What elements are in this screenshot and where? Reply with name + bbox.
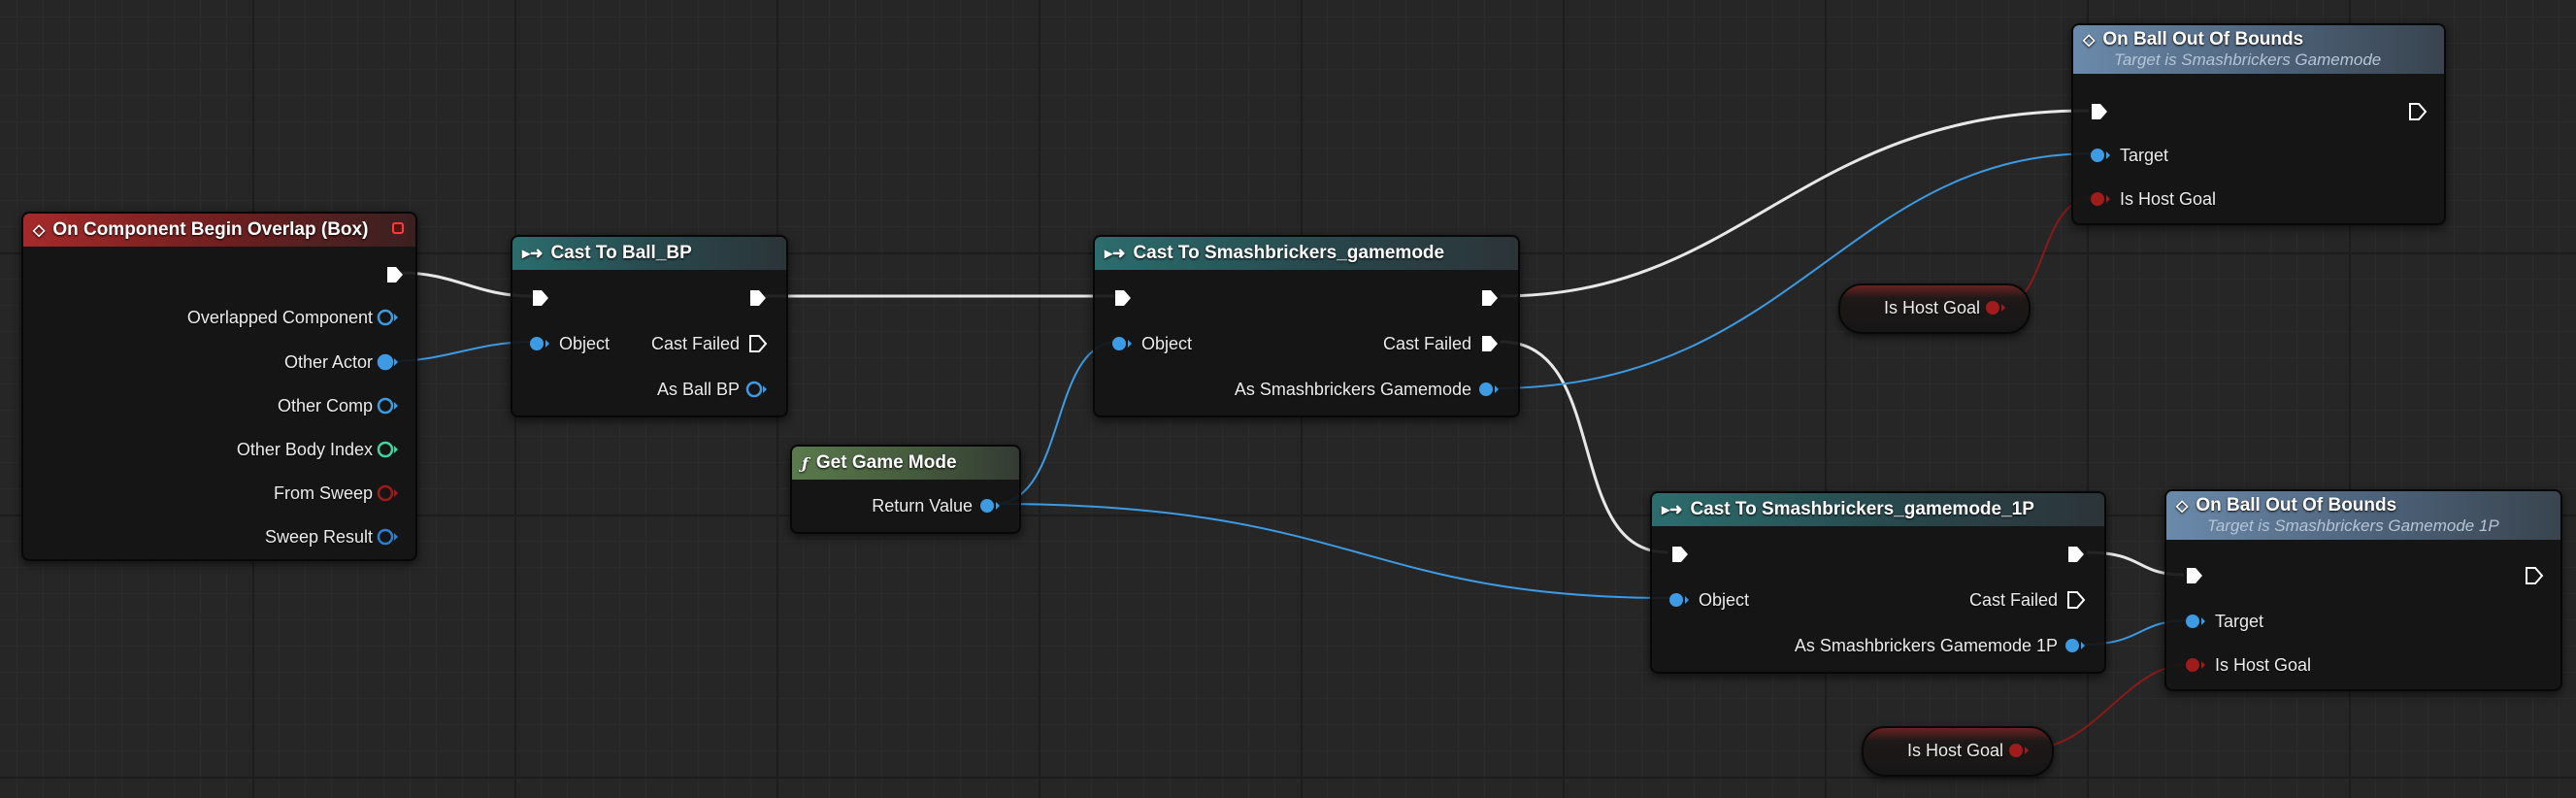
event-diamond-icon: ◇ [2083,32,2096,49]
exec-in-pin[interactable] [2184,565,2205,586]
node-get-game-mode[interactable]: ƒ Get Game Mode Return Value [790,445,1021,534]
node-header[interactable]: ◇ On Ball Out Of Bounds Target is Smashb… [2166,491,2560,540]
other-comp-pin[interactable] [377,396,400,416]
node-cast-to-smashbrickers-gamemode[interactable]: ▸➜ Cast To Smashbrickers_gamemode Object… [1093,235,1520,417]
node-subtitle: Target is Smashbrickers Gamemode 1P [2207,516,2499,535]
pin-label-cast-failed: Cast Failed [1968,590,2058,610]
sweep-result-pin[interactable] [377,527,400,547]
pin-label-is-host-goal: Is Host Goal [2120,189,2217,209]
exec-out-pin[interactable] [2065,544,2087,565]
object-in-pin[interactable] [1668,590,1691,610]
pin-label-other-body-index: Other Body Index [236,440,373,459]
node-title: Cast To Ball_BP [550,243,692,263]
node-cast-to-smashbrickers-gamemode-1p[interactable]: ▸➜ Cast To Smashbrickers_gamemode_1P Obj… [1650,491,2106,674]
exec-in-pin[interactable] [2089,101,2110,122]
event-diamond-icon: ◇ [2176,498,2189,515]
node-title: Get Game Mode [815,452,957,473]
exec-out-pin[interactable] [747,287,769,309]
pin-label-other-actor: Other Actor [283,352,373,372]
pin-label-as-smashbrickers-gamemode-1p: As Smashbrickers Gamemode 1P [1794,636,2058,655]
cast-arrow-icon: ▸➜ [522,246,544,262]
exec-wire-castgm-failed-to-castgm1p [1500,340,1668,554]
pin-label-as-ball-bp: As Ball BP [656,380,740,399]
other-body-index-pin[interactable] [377,440,400,459]
event-diamond-icon: ◇ [33,222,46,239]
is-host-goal-out-pin[interactable] [2007,741,2031,760]
exec-out-pin[interactable] [1479,287,1501,309]
as-smashbrickers-gamemode-pin[interactable] [1477,380,1501,399]
variable-is-host-goal-1[interactable]: Is Host Goal [1838,283,2031,334]
pin-label-target: Target [2120,146,2169,165]
node-header[interactable]: ▸➜ Cast To Smashbrickers_gamemode_1P [1652,493,2104,526]
as-ball-bp-pin[interactable] [745,380,769,399]
other-actor-pin[interactable] [377,352,400,372]
pin-label-return-value: Return Value [872,496,973,515]
close-icon[interactable] [392,222,404,234]
variable-is-host-goal-2[interactable]: Is Host Goal [1862,726,2054,777]
node-title: On Ball Out Of Bounds [2196,495,2397,515]
exec-out-pin[interactable] [2524,565,2545,586]
cast-arrow-icon: ▸➜ [1105,246,1126,262]
object-in-pin[interactable] [528,334,551,353]
node-header[interactable]: ◇ On Component Begin Overlap (Box) [23,214,415,247]
pin-label-as-smashbrickers-gamemode: As Smashbrickers Gamemode [1234,380,1471,399]
function-icon: ƒ [802,453,809,473]
exec-out-pin[interactable] [384,264,406,285]
node-on-component-begin-overlap[interactable]: ◇ On Component Begin Overlap (Box) Overl… [21,212,417,561]
node-header[interactable]: ◇ On Ball Out Of Bounds Target is Smashb… [2073,25,2444,74]
pin-label-cast-failed: Cast Failed [1382,334,1471,353]
is-host-goal-out-pin[interactable] [1984,298,2007,317]
pin-label-object: Object [1141,334,1193,353]
node-title: On Component Begin Overlap (Box) [52,219,369,240]
node-cast-to-ball-bp[interactable]: ▸➜ Cast To Ball_BP Object Cast Failed As… [511,235,788,417]
pin-label-cast-failed: Cast Failed [650,334,740,353]
target-pin[interactable] [2089,146,2112,165]
pin-label-object: Object [559,334,611,353]
exec-out-pin[interactable] [2407,101,2428,122]
pin-label-overlapped-component: Overlapped Component [186,308,373,327]
node-title: On Ball Out Of Bounds [2102,29,2304,50]
is-host-goal-pin[interactable] [2089,189,2112,209]
exec-in-pin[interactable] [530,287,551,309]
node-on-ball-out-of-bounds-gamemode-1p[interactable]: ◇ On Ball Out Of Bounds Target is Smashb… [2164,489,2562,691]
target-pin[interactable] [2184,612,2207,631]
pin-label-from-sweep: From Sweep [273,483,373,503]
node-title: Cast To Smashbrickers_gamemode_1P [1690,499,2034,519]
node-header[interactable]: ▸➜ Cast To Smashbrickers_gamemode [1095,237,1518,270]
node-subtitle: Target is Smashbrickers Gamemode [2114,50,2382,69]
pin-label-is-host-goal: Is Host Goal [2215,655,2312,675]
pin-label-target: Target [2215,612,2264,631]
cast-failed-pin[interactable] [1479,333,1501,354]
object-wire-getgm-to-castgm1p [993,503,1672,599]
node-title: Cast To Smashbrickers_gamemode [1133,243,1445,263]
as-smashbrickers-gamemode-1p-pin[interactable] [2064,636,2087,655]
overlapped-component-pin[interactable] [377,308,400,327]
variable-label: Is Host Goal [1906,741,2003,760]
cast-failed-pin[interactable] [2065,589,2087,611]
exec-wire-castgm-to-oob1 [1500,109,2090,298]
cast-arrow-icon: ▸➜ [1662,502,1683,518]
from-sweep-pin[interactable] [377,483,400,503]
object-wire-castgm-to-oob1-target [1494,152,2096,389]
pin-label-object: Object [1699,590,1750,610]
variable-label: Is Host Goal [1883,298,1980,317]
is-host-goal-pin[interactable] [2184,655,2207,675]
return-value-pin[interactable] [978,496,1002,515]
node-header[interactable]: ▸➜ Cast To Ball_BP [512,237,786,270]
exec-in-pin[interactable] [1112,287,1134,309]
object-in-pin[interactable] [1110,334,1134,353]
pin-label-other-comp: Other Comp [277,396,373,416]
node-header[interactable]: ƒ Get Game Mode [792,447,1019,480]
pin-label-sweep-result: Sweep Result [264,527,373,547]
cast-failed-pin[interactable] [747,333,769,354]
exec-in-pin[interactable] [1669,544,1691,565]
node-on-ball-out-of-bounds-gamemode[interactable]: ◇ On Ball Out Of Bounds Target is Smashb… [2071,23,2446,225]
